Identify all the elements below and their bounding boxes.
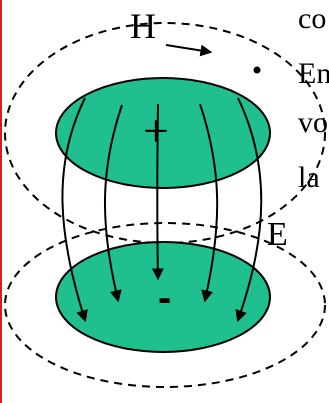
side-text-line-4: la [298, 161, 320, 194]
field-line [235, 97, 263, 323]
negative-plate [55, 241, 271, 353]
field-line [199, 103, 219, 303]
side-text-line-2: En [298, 57, 329, 90]
magnetic-direction-arrow [165, 44, 213, 57]
field-line [103, 104, 123, 303]
field-point-dot [253, 66, 261, 74]
side-text-line-3: vo [298, 106, 328, 139]
electric-field-label: E [267, 216, 288, 253]
positive-plate [55, 77, 271, 189]
negative-sign: - [158, 276, 171, 320]
field-line [151, 103, 164, 281]
positive-sign: + [143, 105, 169, 156]
bottom-field-loop [4, 222, 326, 388]
side-text-line-1: co [298, 2, 327, 35]
magnetic-field-label: H [130, 6, 156, 46]
field-line [61, 97, 88, 323]
